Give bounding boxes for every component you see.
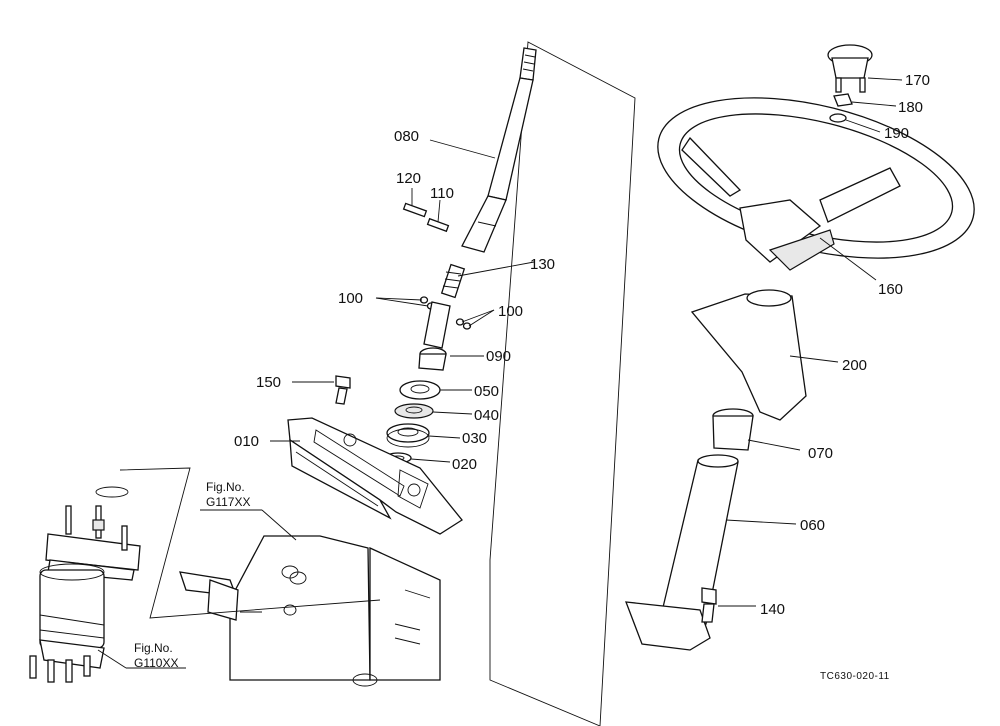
bushing-070 <box>712 408 754 451</box>
steering-wheel-160 <box>657 97 975 271</box>
column-cover-200 <box>690 289 807 421</box>
leader-lines <box>97 77 903 669</box>
washer-040 <box>394 403 434 419</box>
label-080: 080 <box>394 128 419 145</box>
bracket-010 <box>287 417 463 535</box>
column-tube-060 <box>625 454 739 651</box>
spring-pin-120 <box>402 202 428 218</box>
spring-130 <box>440 263 466 299</box>
label-140: 140 <box>760 601 785 618</box>
motor-assembly <box>29 486 141 683</box>
assembly-outline <box>489 41 636 726</box>
label-060: 060 <box>800 517 825 534</box>
spring-pin-110 <box>426 217 450 233</box>
lower-shaft-090 <box>418 301 451 371</box>
center-cap-170 <box>827 44 873 93</box>
label-040: 040 <box>474 407 499 424</box>
label-020: 020 <box>452 456 477 473</box>
fig-ref-caption-b: Fig.No. <box>134 641 173 655</box>
bearing-030 <box>386 423 430 448</box>
label-010: 010 <box>234 433 259 450</box>
label-090: 090 <box>486 348 511 365</box>
label-170: 170 <box>905 72 930 89</box>
steering-shaft <box>461 47 537 253</box>
label-190: 190 <box>884 125 909 142</box>
fig-ref-number-b: G110XX <box>134 656 178 670</box>
washer-190 <box>829 113 847 123</box>
bolt-140 <box>701 587 717 623</box>
ref-box-g117 <box>119 467 381 619</box>
label-100-left: 100 <box>338 290 363 307</box>
label-150: 150 <box>256 374 281 391</box>
nut-180 <box>833 93 853 107</box>
label-180: 180 <box>898 99 923 116</box>
drawing-code: TC630-020-11 <box>820 671 890 682</box>
label-100-right: 100 <box>498 303 523 320</box>
label-160: 160 <box>878 281 903 298</box>
fig-ref-number-a: G117XX <box>206 495 250 509</box>
fig-ref-caption-a: Fig.No. <box>206 480 245 494</box>
label-110: 110 <box>430 185 454 202</box>
bearing-cover-050 <box>399 380 441 400</box>
label-200: 200 <box>842 357 867 374</box>
label-030: 030 <box>462 430 487 447</box>
frame-assembly <box>179 535 441 687</box>
label-130: 130 <box>530 256 555 273</box>
bolt-150 <box>335 375 351 405</box>
label-070: 070 <box>808 445 833 462</box>
label-120: 120 <box>396 170 421 187</box>
label-050: 050 <box>474 383 499 400</box>
